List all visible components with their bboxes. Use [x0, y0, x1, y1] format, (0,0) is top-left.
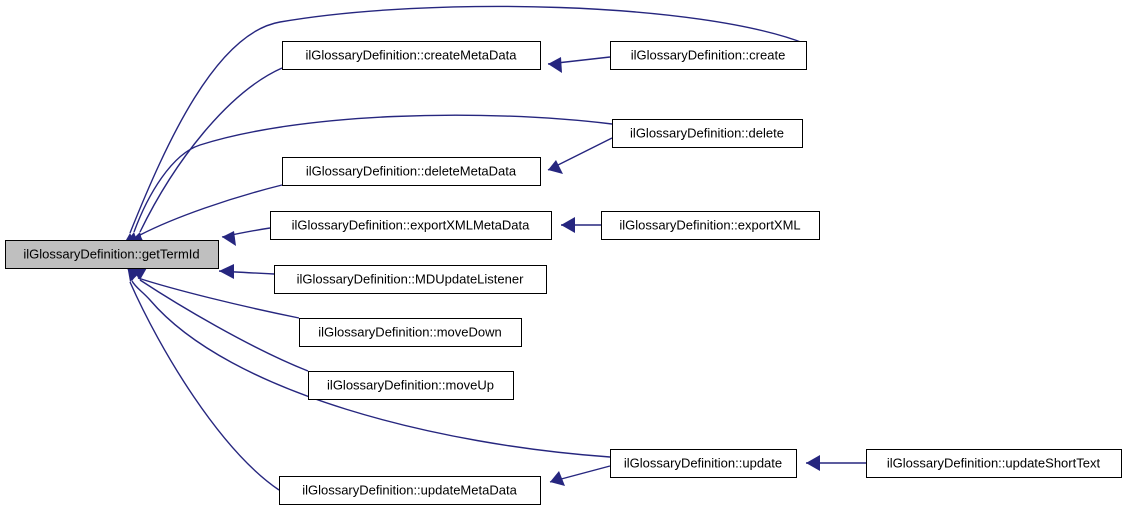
edge-line [131, 280, 611, 458]
node-label: ilGlossaryDefinition::exportXMLMetaData [292, 217, 530, 232]
edge-line [547, 137, 613, 171]
node-updateMetaData[interactable]: ilGlossaryDefinition::updateMetaData [279, 476, 541, 505]
arrowhead-icon [548, 160, 563, 174]
node-label: ilGlossaryDefinition::updateMetaData [302, 482, 517, 497]
node-label: ilGlossaryDefinition::MDUpdateListener [297, 271, 525, 286]
edge-line [133, 114, 613, 233]
edge-exportXML-to-exportXMLMetaData [561, 217, 601, 233]
node-box[interactable] [299, 318, 522, 347]
node-box[interactable] [610, 449, 797, 478]
node-createMetaData[interactable]: ilGlossaryDefinition::createMetaData [282, 41, 541, 70]
node-label: ilGlossaryDefinition::exportXML [619, 217, 800, 232]
node-box[interactable] [866, 449, 1122, 478]
edge-delete-to-deleteMetaData [547, 137, 613, 174]
edge-MDUpdateListener-to-getTermId [218, 264, 275, 279]
node-label: ilGlossaryDefinition::update [624, 455, 782, 470]
arrowhead-icon [550, 471, 565, 486]
node-delete[interactable]: ilGlossaryDefinition::delete [612, 119, 803, 148]
edge-create-to-createMetaData [547, 56, 611, 73]
edge-line [137, 277, 300, 319]
edge-updateMetaData-to-getTermId [127, 265, 280, 491]
nodes-layer: ilGlossaryDefinition::getTermIdilGlossar… [5, 41, 1122, 505]
node-label: ilGlossaryDefinition::getTermId [23, 246, 199, 261]
node-label: ilGlossaryDefinition::moveUp [327, 377, 494, 392]
node-updateShortText[interactable]: ilGlossaryDefinition::updateShortText [866, 449, 1122, 478]
node-label: ilGlossaryDefinition::delete [630, 125, 784, 140]
edge-updateShortText-to-update [806, 455, 866, 471]
node-box[interactable] [610, 41, 807, 70]
node-label: ilGlossaryDefinition::moveDown [318, 324, 502, 339]
edge-line [129, 5, 807, 234]
node-box[interactable] [612, 119, 803, 148]
node-MDUpdateListener[interactable]: ilGlossaryDefinition::MDUpdateListener [274, 265, 547, 294]
edge-line [139, 184, 283, 236]
node-label: ilGlossaryDefinition::create [631, 47, 786, 62]
node-box[interactable] [282, 157, 541, 186]
node-deleteMetaData[interactable]: ilGlossaryDefinition::deleteMetaData [282, 157, 541, 186]
arrowhead-icon [127, 265, 142, 282]
edge-line [139, 279, 309, 372]
node-box[interactable] [601, 211, 820, 240]
node-box-focus[interactable] [5, 240, 219, 269]
node-box[interactable] [308, 371, 514, 400]
node-create[interactable]: ilGlossaryDefinition::create [610, 41, 807, 70]
node-getTermId[interactable]: ilGlossaryDefinition::getTermId [5, 240, 219, 269]
edge-line [139, 67, 283, 233]
arrowhead-icon [222, 231, 236, 246]
node-exportXMLMetaData[interactable]: ilGlossaryDefinition::exportXMLMetaData [270, 211, 552, 240]
node-label: ilGlossaryDefinition::createMetaData [306, 47, 518, 62]
node-label: ilGlossaryDefinition::updateShortText [887, 455, 1101, 470]
arrowhead-icon [548, 57, 562, 73]
node-box[interactable] [282, 41, 541, 70]
node-box[interactable] [270, 211, 552, 240]
arrowhead-icon [219, 264, 234, 279]
arrowhead-icon [561, 217, 575, 233]
edge-line [129, 281, 280, 491]
edge-createMetaData-to-getTermId [129, 67, 283, 249]
edges-layer [122, 5, 866, 491]
node-box[interactable] [279, 476, 541, 505]
node-moveDown[interactable]: ilGlossaryDefinition::moveDown [299, 318, 522, 347]
edge-exportXMLMetaData-to-getTermId [221, 227, 271, 246]
node-box[interactable] [274, 265, 547, 294]
edge-update-to-updateMetaData [549, 465, 611, 486]
node-label: ilGlossaryDefinition::deleteMetaData [306, 163, 517, 178]
node-moveUp[interactable]: ilGlossaryDefinition::moveUp [308, 371, 514, 400]
node-update[interactable]: ilGlossaryDefinition::update [610, 449, 797, 478]
node-exportXML[interactable]: ilGlossaryDefinition::exportXML [601, 211, 820, 240]
arrowhead-icon [806, 455, 820, 471]
